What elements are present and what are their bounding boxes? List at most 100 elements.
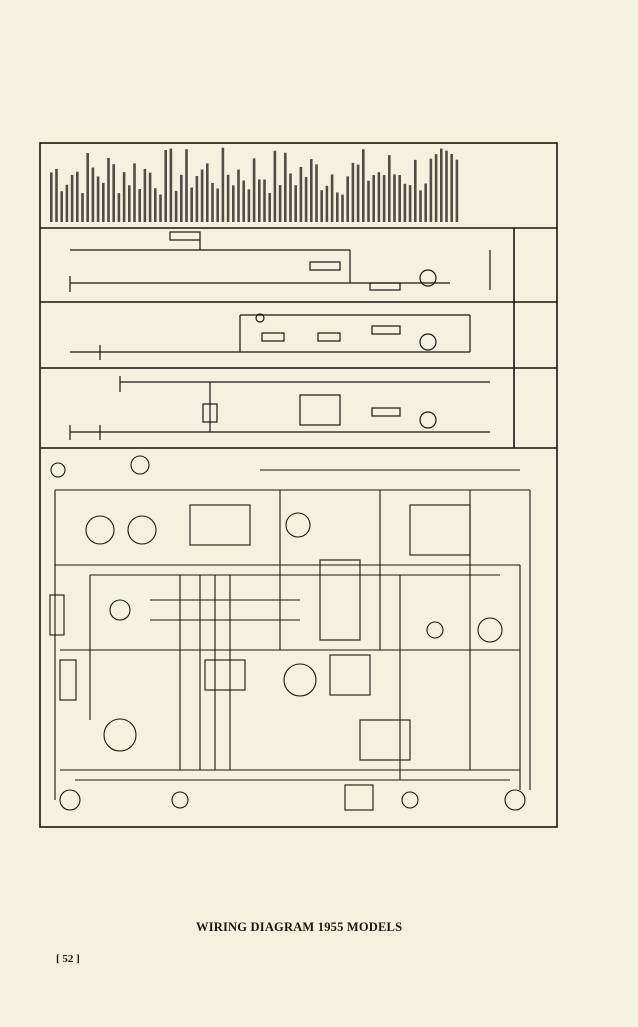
legend-text-mark: [96, 176, 100, 222]
legend-text-mark: [450, 153, 453, 222]
legend-text-mark: [403, 183, 407, 222]
headlamp-left-bottom: [59, 789, 81, 811]
voltage-regulator: [359, 719, 411, 761]
legend-text-mark: [221, 147, 225, 222]
legend-text-mark: [273, 150, 277, 222]
page-number: [ 52 ]: [56, 953, 80, 965]
legend-text-mark: [50, 172, 53, 222]
legend-text-mark: [341, 194, 344, 222]
legend-text-mark: [102, 182, 105, 222]
legend-text-mark: [382, 175, 386, 222]
legend-text-mark: [185, 149, 188, 222]
legend-text-mark: [65, 184, 69, 222]
horn: [171, 791, 189, 809]
headlamp-right-bottom: [504, 789, 526, 811]
horn-relay: [109, 599, 131, 621]
battery: [329, 654, 371, 696]
legend-text-mark: [206, 163, 209, 222]
legend-text-mark: [174, 190, 178, 222]
legend-text-mark: [128, 185, 131, 222]
legend-text-mark: [180, 174, 183, 222]
legend-text-mark: [159, 194, 162, 222]
legend-text-mark: [112, 164, 115, 222]
ammeter: [285, 512, 311, 538]
legend-text-mark: [216, 188, 219, 222]
legend-text-mark: [320, 190, 323, 222]
legend-text-mark: [195, 176, 199, 222]
legend-text-mark: [232, 185, 235, 222]
legend-text-mark: [362, 149, 365, 222]
interior-lamp-circuit-panel-3: [69, 376, 490, 440]
legend-text-mark: [440, 148, 443, 222]
ignition-switch: [85, 515, 115, 545]
legend-text-mark: [393, 174, 396, 222]
legend-text-mark: [284, 152, 287, 222]
coil: [49, 594, 65, 636]
legend-text-mark: [424, 183, 427, 222]
main-wiring-panel: [49, 455, 531, 811]
legend-text-mark: [237, 169, 240, 222]
legend-text-mark: [414, 159, 417, 222]
instrument-cluster: [189, 504, 251, 546]
wire-color-legend: [50, 147, 459, 222]
legend-text-mark: [377, 172, 381, 222]
legend-text-mark: [60, 191, 63, 222]
legend-text-mark: [154, 188, 157, 222]
diagram-frame: [39, 142, 558, 828]
legend-text-mark: [434, 154, 438, 222]
ignition-coil: [59, 659, 77, 701]
legend-text-mark: [268, 193, 271, 222]
legend-text-mark: [226, 174, 230, 222]
legend-text-mark: [304, 176, 308, 222]
diagram-caption: WIRING DIAGRAM 1955 MODELS: [196, 920, 403, 934]
legend-text-mark: [455, 159, 459, 222]
heater-switch: [319, 559, 361, 641]
legend-text-mark: [351, 162, 355, 222]
legend-text-mark: [107, 157, 110, 222]
starter: [344, 784, 374, 811]
legend-text-mark: [263, 179, 266, 222]
legend-text-mark: [278, 185, 282, 222]
legend-text-mark: [164, 150, 167, 222]
legend-text-mark: [133, 163, 136, 222]
legend-text-mark: [247, 189, 251, 222]
legend-text-mark: [294, 185, 297, 222]
interior-lamp-circuit-panel-1: [69, 231, 491, 292]
legend-text-mark: [117, 193, 121, 222]
legend-text-mark: [91, 167, 95, 222]
legend-text-mark: [299, 166, 303, 222]
clock: [127, 515, 157, 545]
legend-text-mark: [143, 168, 147, 222]
legend-text-mark: [122, 172, 126, 222]
legend-text-mark: [242, 180, 245, 222]
legend-text-mark: [76, 171, 79, 222]
legend-text-mark: [408, 185, 412, 222]
legend-text-mark: [445, 150, 448, 222]
light-switch: [409, 504, 471, 556]
legend-text-mark: [325, 185, 329, 222]
legend-text-mark: [367, 180, 370, 222]
fuse-block: [204, 659, 246, 691]
legend-text-mark: [70, 174, 74, 222]
legend-text-mark: [148, 172, 152, 222]
legend-text-mark: [211, 182, 214, 222]
legend-text-mark: [190, 187, 193, 222]
headlamp-left-top: [50, 462, 66, 478]
legend-text-mark: [200, 169, 204, 222]
distributor: [103, 718, 137, 752]
legend-text-mark: [258, 179, 261, 222]
legend-text-mark: [336, 192, 339, 222]
legend-text-mark: [138, 189, 141, 222]
fuel-gauge: [130, 455, 150, 475]
legend-text-mark: [289, 173, 292, 222]
legend-text-mark: [346, 176, 349, 222]
legend-text-mark: [252, 158, 256, 222]
legend-text-mark: [372, 175, 375, 222]
legend-text-mark: [310, 159, 313, 222]
legend-text-mark: [86, 153, 89, 222]
legend-text-mark: [169, 148, 173, 222]
legend-text-mark: [419, 190, 422, 222]
legend-text-mark: [388, 155, 391, 222]
legend-text-mark: [429, 158, 433, 222]
